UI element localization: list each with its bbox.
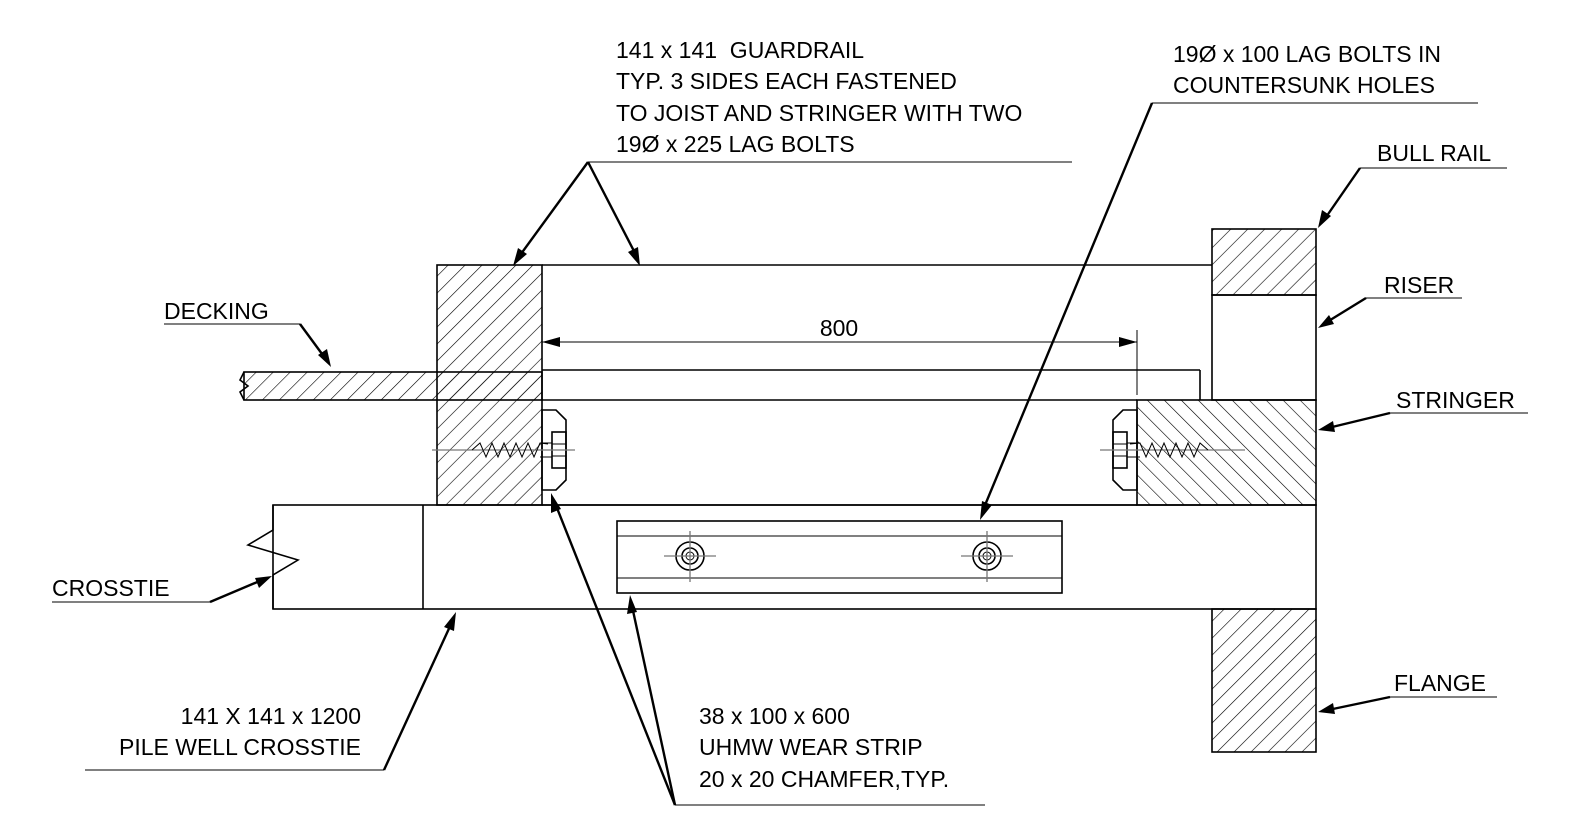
riser xyxy=(1211,294,1317,401)
wear-strip-bolt-left xyxy=(664,531,716,582)
flange-label: FLANGE xyxy=(1394,670,1486,696)
crosstie-label: CROSSTIE xyxy=(52,575,170,601)
crosstie-leader xyxy=(52,576,272,604)
flange xyxy=(1211,608,1317,753)
lag-bolts-leader xyxy=(980,102,1478,520)
bull-rail-label: BULL RAIL xyxy=(1377,140,1491,166)
guardrail-note-line-4: 19Ø x 225 LAG BOLTS xyxy=(616,131,855,157)
bull-rail xyxy=(1211,228,1317,296)
left-guardrail-post xyxy=(436,264,543,506)
wear-strip xyxy=(616,520,1063,594)
stringer-leader xyxy=(1318,411,1528,432)
lag-bolts-note-line-2: COUNTERSUNK HOLES xyxy=(1173,72,1435,98)
wear-strip-note: 38 x 100 x 600 UHMW WEAR STRIP 20 x 20 C… xyxy=(699,703,949,792)
right-lag-bolt xyxy=(1100,441,1245,459)
pile-well-crosstie-leader xyxy=(85,612,456,771)
wear-strip-line-1: 38 x 100 x 600 xyxy=(699,703,850,729)
decking-leader xyxy=(164,323,331,367)
guardrail-note-line-3: TO JOIST AND STRINGER WITH TWO xyxy=(616,100,1022,126)
guardrail-leader xyxy=(513,161,1072,266)
guardrail-note-line-1: 141 x 141 GUARDRAIL xyxy=(616,37,864,63)
pile-well-crosstie-note: 141 X 141 x 1200 PILE WELL CROSSTIE xyxy=(119,703,361,760)
bull-rail-leader xyxy=(1318,167,1507,228)
pile-well-crosstie-line-1: 141 X 141 x 1200 xyxy=(181,703,361,729)
wear-strip-leader xyxy=(551,493,985,806)
riser-label: RISER xyxy=(1384,272,1454,298)
guardrail-outline xyxy=(542,264,1212,506)
left-lag-bolt xyxy=(432,441,575,459)
guardrail-note: 141 x 141 GUARDRAIL TYP. 3 SIDES EACH FA… xyxy=(616,37,1022,157)
lag-bolts-note: 19Ø x 100 LAG BOLTS IN COUNTERSUNK HOLES xyxy=(1173,41,1441,98)
flange-leader xyxy=(1318,695,1497,714)
crosstie xyxy=(246,504,1317,610)
stringer-label: STRINGER xyxy=(1396,387,1515,413)
wear-strip-line-2: UHMW WEAR STRIP xyxy=(699,734,923,760)
stringer xyxy=(1136,399,1317,506)
dimension-800: 800 xyxy=(542,315,1138,395)
lag-bolts-note-line-1: 19Ø x 100 LAG BOLTS IN xyxy=(1173,41,1441,67)
guardrail-note-line-2: TYP. 3 SIDES EACH FASTENED xyxy=(616,68,957,94)
pile-well-crosstie-line-2: PILE WELL CROSSTIE xyxy=(119,734,361,760)
decking-label: DECKING xyxy=(164,298,269,324)
dimension-value: 800 xyxy=(820,315,858,341)
wear-strip-line-3: 20 x 20 CHAMFER,TYP. xyxy=(699,766,949,792)
wear-strip-bolt-right xyxy=(961,531,1013,582)
riser-leader xyxy=(1318,296,1462,328)
